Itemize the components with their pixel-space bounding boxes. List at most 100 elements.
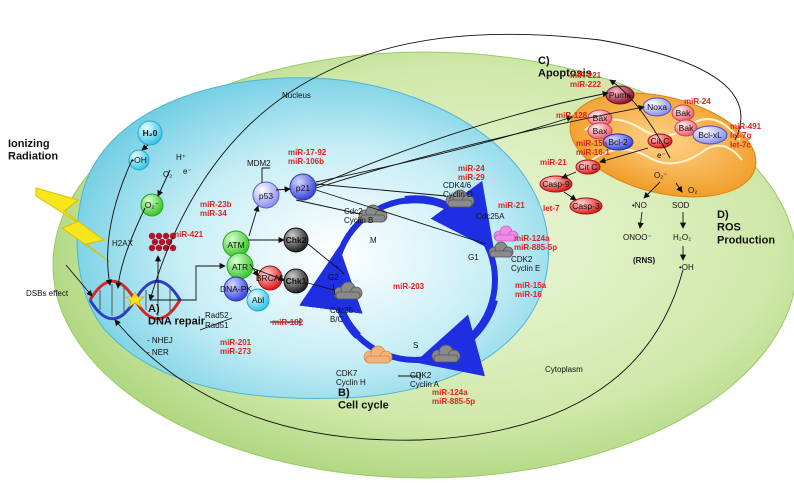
cytoplasm-label: Cytoplasm: [545, 365, 583, 374]
ros-oh-label: •OH: [679, 263, 694, 272]
mirna-182: miR-182: [272, 318, 304, 327]
ros-o2minus-label: O₂⁻: [654, 171, 668, 180]
abl-label: Abl: [252, 295, 264, 305]
bak-node-2: [674, 119, 698, 137]
cdc25-bc-cloud-icon: [333, 281, 363, 300]
dna-repair-heading: A)DNA repair: [148, 303, 206, 328]
ner-label: - NER: [147, 348, 169, 357]
mirna-24-apoptosis: miR-24: [684, 97, 711, 106]
puma-label: Puma: [609, 90, 631, 100]
ros-onoo-label: ONOO⁻: [623, 233, 652, 242]
bax-label-1: Bax: [593, 113, 608, 123]
abl-node: [246, 288, 270, 312]
phase-g2-label: G2: [328, 273, 339, 282]
cdk46-cyclin-d-cloud-icon: [445, 189, 475, 208]
ros-h2o2-label: H₂O₂: [673, 233, 691, 242]
cdc2-cyclin-b-cloud-icon: [358, 204, 388, 223]
mdm2-label: MDM2: [247, 159, 271, 168]
hplus-label: H⁺: [176, 153, 186, 162]
ros-rns-label: (RNS): [633, 256, 656, 265]
mirna-21-cell-cycle: miR-21: [498, 201, 525, 210]
casp3-label: Casp-3: [572, 201, 600, 211]
atr-label: ATR: [232, 262, 248, 272]
brca1-label: BRCA1: [256, 273, 285, 283]
o2minus-label: O₂⁻: [145, 200, 160, 210]
casp9-node: [539, 175, 573, 193]
phase-m-label: M: [370, 236, 377, 245]
p53-node: [252, 181, 280, 209]
ros-sod-label: SOD: [672, 201, 690, 210]
mirna-203: miR-203: [393, 282, 425, 291]
oh-node: [128, 149, 150, 171]
p53-label: p53: [259, 191, 273, 201]
oh-label: •OH: [131, 155, 147, 165]
cdk2-cyclin-a-cloud-icon: [431, 344, 461, 363]
mirna-128: miR-128: [556, 111, 588, 120]
h2ax-label: H2AX: [112, 239, 134, 248]
noxa-label: Noxa: [647, 102, 667, 112]
phase-s-label: S: [413, 341, 418, 350]
casp9-label: Casp-9: [542, 179, 570, 189]
rad52-label: Rad52: [205, 311, 229, 320]
cytc-label-1: Cit C: [651, 136, 670, 146]
bclxl-label: Bcl-xL: [698, 130, 722, 140]
cdk2-cyclin-e-cloud-icon: [488, 241, 514, 258]
bax-label-2: Bax: [593, 126, 608, 136]
bcl2-node: [602, 133, 634, 151]
bcl2-label: Bcl-2: [608, 137, 628, 147]
cytc-node-1: [647, 133, 673, 149]
bak-label-1: Bak: [676, 108, 691, 118]
dnapk-label: DNA-PK: [220, 284, 252, 294]
bak-label-2: Bak: [679, 123, 694, 133]
ros-eminus-label: e⁻: [657, 151, 666, 160]
nucleus-label: Nucleus: [282, 91, 311, 100]
cytc-node-2: [575, 159, 601, 175]
p21-label: p21: [296, 183, 310, 193]
cdc25a-cloud-icon: [493, 225, 519, 242]
apoptosis-heading: C)Apoptosis: [538, 55, 592, 80]
chk1-label: Chk1: [286, 276, 307, 286]
dna-helix-icon: [88, 279, 182, 321]
rad51-label: Rad51: [205, 321, 229, 330]
ros-o2-label: O₂: [688, 186, 697, 195]
ros-no-label: •NO: [632, 201, 647, 210]
cdk7-cyclin-h-cloud-icon: [363, 345, 393, 364]
dnapk-node: [223, 276, 249, 302]
nhej-label: - NHEJ: [147, 336, 173, 345]
mirna-let-7: let-7: [543, 204, 560, 213]
atm-label: ATM: [227, 240, 244, 250]
lightning-bolt-icon: [35, 187, 111, 263]
mirna-21-apoptosis: miR-21: [540, 158, 567, 167]
cell-cycle-heading: B)Cell cycle: [338, 387, 389, 412]
mirna-421: miR-421: [172, 230, 204, 239]
cdc25a-label: Cdc25A: [476, 212, 505, 221]
eminus-label: e⁻: [183, 167, 192, 176]
chk2-label: Chk2: [286, 235, 307, 245]
bclxl-node: [692, 125, 728, 145]
cytc-label-2: Cit C: [579, 162, 598, 172]
h2o-node: [137, 120, 163, 146]
h2ax-chromatin-icon: [148, 232, 177, 252]
bax-node-2: [587, 122, 613, 140]
o2minus-node: [140, 193, 164, 217]
h2o-label: H₂0: [143, 128, 158, 138]
interaction-lines: [65, 33, 742, 441]
